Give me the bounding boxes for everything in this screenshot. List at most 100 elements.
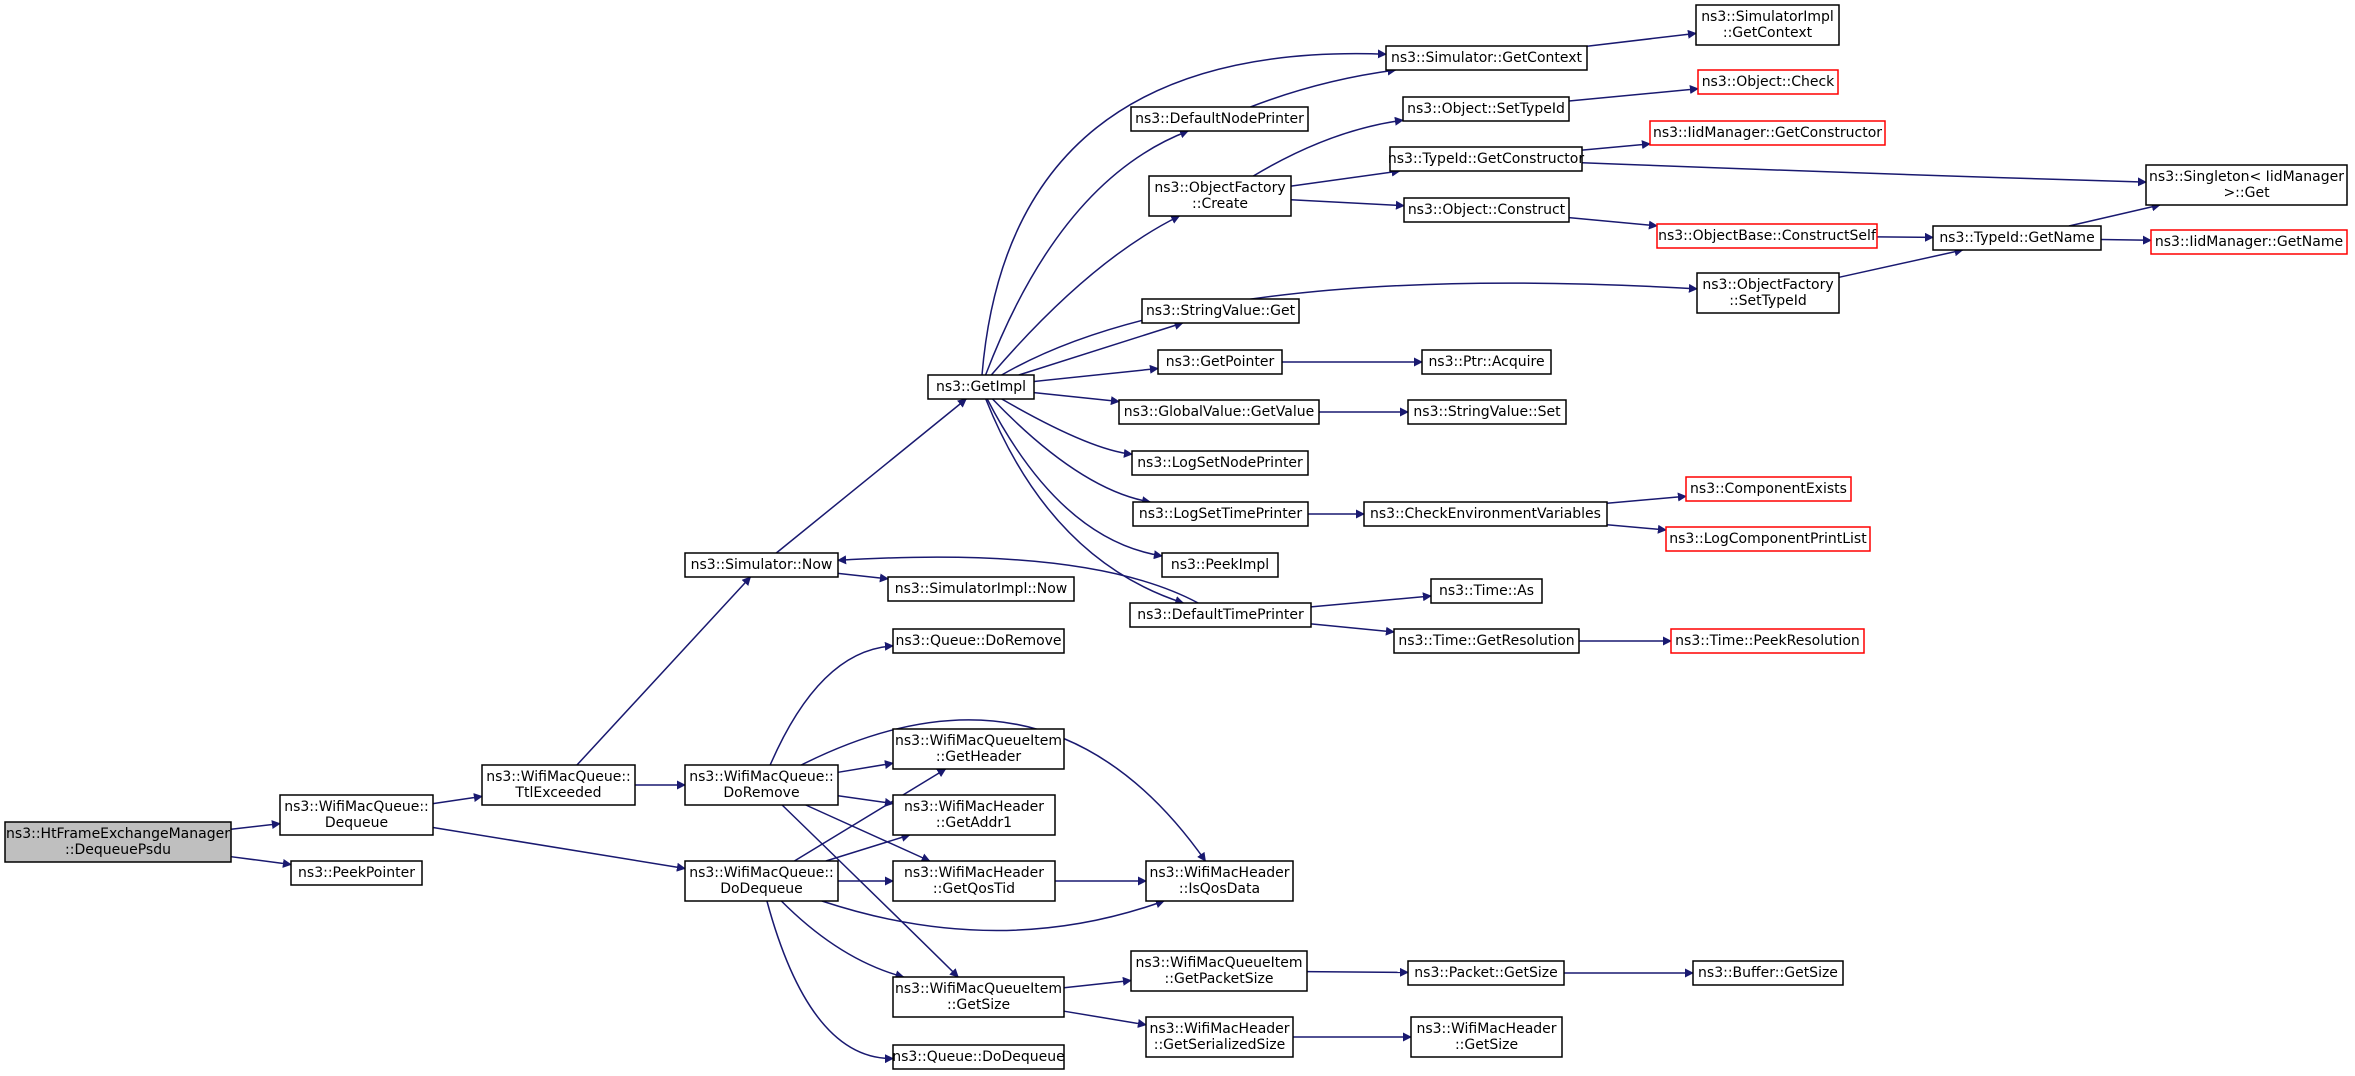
node-label: ns3::DefaultTimePrinter [1137,607,1304,623]
node-label: ::GetHeader [936,749,1022,765]
node-label: ns3::Simulator::Now [691,557,833,573]
node-object-construct[interactable]: ns3::Object::Construct [1403,197,1570,223]
node-label: ns3::WifiMacQueue:: [689,865,834,881]
node-label: ns3::WifiMacQueue:: [284,799,429,815]
node-label: ::GetAddr1 [936,815,1012,831]
node-typeid-getconstructor[interactable]: ns3::TypeId::GetConstructor [1388,146,1584,172]
node-defaulttimeprinter[interactable]: ns3::DefaultTimePrinter [1129,602,1312,628]
node-label: ns3::LogSetNodePrinter [1137,455,1303,471]
node-logsetnodeprinter[interactable]: ns3::LogSetNodePrinter [1131,450,1309,476]
node-checkenvvars[interactable]: ns3::CheckEnvironmentVariables [1363,501,1608,527]
node-box [1670,628,1865,654]
edge-sim_now-to-getimpl [775,398,967,554]
node-globalvalue-getvalue[interactable]: ns3::GlobalValue::GetValue [1118,399,1320,425]
edge-getimpl-to-defaulttimeprinter [985,398,1185,605]
edge-ttlexceeded-to-sim_now [576,576,752,766]
node-box [1385,45,1588,71]
node-label: ::GetQosTid [933,881,1015,897]
node-label: ::GetSize [1455,1037,1518,1053]
node-queue-doremove[interactable]: ns3::Queue::DoRemove [892,628,1065,654]
node-peekpointer[interactable]: ns3::PeekPointer [290,860,423,886]
node-iidmanager-getconstructor[interactable]: ns3::IidManager::GetConstructor [1649,120,1886,146]
node-item-getsize[interactable]: ns3::WifiMacQueueItem::GetSize [892,976,1065,1018]
node-label: ns3::Ptr::Acquire [1428,354,1544,370]
edge-getimpl-to-globalvalue_getvalue [1033,391,1120,406]
node-dodequeue-wmq[interactable]: ns3::WifiMacQueue::DoDequeue [684,860,839,902]
node-ptr-acquire[interactable]: ns3::Ptr::Acquire [1421,349,1552,375]
node-box [1696,272,1840,314]
edge-objfactory_create-to-typeid_getconstructor [1290,167,1401,187]
node-root[interactable]: ns3::HtFrameExchangeManager::DequeuePsdu [4,821,232,863]
node-getimpl[interactable]: ns3::GetImpl [927,374,1035,400]
node-time-peekresolution[interactable]: ns3::Time::PeekResolution [1670,628,1865,654]
node-objectbase-constructself[interactable]: ns3::ObjectBase::ConstructSelf [1656,223,1878,249]
node-doremove-wmq[interactable]: ns3::WifiMacQueue::DoRemove [684,764,839,806]
node-box [1685,476,1852,502]
node-logsettimeprinter[interactable]: ns3::LogSetTimePrinter [1132,501,1309,527]
node-label: ns3::WifiMacHeader [1149,1021,1289,1037]
node-stringvalue-set[interactable]: ns3::StringValue::Set [1407,399,1567,425]
edge-doremove_wmq-to-queue_doremove [769,641,894,766]
node-time-as[interactable]: ns3::Time::As [1430,578,1543,604]
edge-defaulttimeprinter-to-time_getresolution [1310,623,1395,636]
node-box [1161,552,1279,578]
node-hdr-isqosdata[interactable]: ns3::WifiMacHeader::IsQosData [1145,860,1294,902]
node-typeid-getname[interactable]: ns3::TypeId::GetName [1932,225,2102,251]
node-objfactory-create[interactable]: ns3::ObjectFactory::Create [1148,175,1292,217]
node-simimpl-now[interactable]: ns3::SimulatorImpl::Now [887,576,1075,602]
edge-checkenvvars-to-logcomponentprintlist [1606,524,1667,534]
edge-sim_getcontext-to-simimpl_getcontext [1586,29,1697,47]
edge-dodequeue_wmq-to-hdr_isqosdata [821,899,1165,932]
node-label: ::DequeuePsdu [65,842,171,858]
node-hdr-getserializedsize[interactable]: ns3::WifiMacHeader::GetSerializedSize [1145,1016,1294,1058]
edge-getimpl-to-objfactory_create [990,215,1181,376]
node-object-settypeid[interactable]: ns3::Object::SetTypeId [1402,96,1570,122]
edge-getimpl-to-sim_getcontext [981,49,1387,376]
node-hdr-getaddr1[interactable]: ns3::WifiMacHeader::GetAddr1 [892,794,1056,836]
node-box [1157,349,1283,375]
node-label: ::SetTypeId [1729,293,1807,309]
node-box [4,821,232,863]
node-defaultnodeprinter[interactable]: ns3::DefaultNodePrinter [1130,106,1309,132]
node-label: ns3::Time::PeekResolution [1675,633,1860,649]
node-item-getheader[interactable]: ns3::WifiMacQueueItem::GetHeader [892,728,1065,770]
node-packet-getsize[interactable]: ns3::Packet::GetSize [1407,960,1565,986]
node-hdr-getsize[interactable]: ns3::WifiMacHeader::GetSize [1410,1016,1563,1058]
node-objfactory-settypeid[interactable]: ns3::ObjectFactory::SetTypeId [1696,272,1840,314]
node-sim-now[interactable]: ns3::Simulator::Now [684,552,839,578]
node-queue-dodequeue[interactable]: ns3::Queue::DoDequeue [892,1044,1065,1070]
node-box [1649,120,1886,146]
edge-typeid_getconstructor-to-iidmanager_getconstructor [1581,140,1651,151]
node-box [1403,197,1570,223]
node-ttlexceeded[interactable]: ns3::WifiMacQueue::TtlExceeded [481,764,636,806]
node-buffer-getsize[interactable]: ns3::Buffer::GetSize [1692,960,1844,986]
node-hdr-getqostid[interactable]: ns3::WifiMacHeader::GetQosTid [892,860,1056,902]
node-label: ns3::HtFrameExchangeManager [6,826,230,842]
node-sim-getcontext[interactable]: ns3::Simulator::GetContext [1385,45,1588,71]
node-singleton-get[interactable]: ns3::Singleton< IidManager >::Get [2145,164,2348,206]
node-box [927,374,1035,400]
edge-checkenvvars-to-componentexists [1606,492,1687,505]
node-iidmanager-getname[interactable]: ns3::IidManager::GetName [2150,229,2348,255]
edge-typeid_getname-to-singleton_get [2068,202,2161,227]
node-label: ns3::StringValue::Set [1413,404,1561,420]
node-box [1131,450,1309,476]
edge-object_settypeid-to-object_check [1568,84,1699,102]
node-dequeue[interactable]: ns3::WifiMacQueue::Dequeue [279,794,434,836]
node-label: ns3::ObjectFactory [1154,180,1285,196]
node-simimpl-getcontext[interactable]: ns3::SimulatorImpl::GetContext [1695,4,1840,46]
node-componentexists[interactable]: ns3::ComponentExists [1685,476,1852,502]
node-getpointer[interactable]: ns3::GetPointer [1157,349,1283,375]
node-stringvalue-get[interactable]: ns3::StringValue::Get [1141,298,1300,324]
node-object-check[interactable]: ns3::Object::Check [1697,69,1839,95]
node-time-getresolution[interactable]: ns3::Time::GetResolution [1393,628,1580,654]
edge-doremove_wmq-to-item_getsize [781,804,959,978]
node-label: ns3::Time::As [1439,583,1534,599]
node-box [1932,225,2102,251]
node-box [1407,399,1567,425]
node-label: ns3::WifiMacQueueItem [895,733,1062,749]
node-peekimpl[interactable]: ns3::PeekImpl [1161,552,1279,578]
node-item-getpacketsize[interactable]: ns3::WifiMacQueueItem::GetPacketSize [1130,950,1308,992]
node-label: ns3::WifiMacQueue:: [689,769,834,785]
node-logcomponentprintlist[interactable]: ns3::LogComponentPrintList [1665,526,1871,552]
